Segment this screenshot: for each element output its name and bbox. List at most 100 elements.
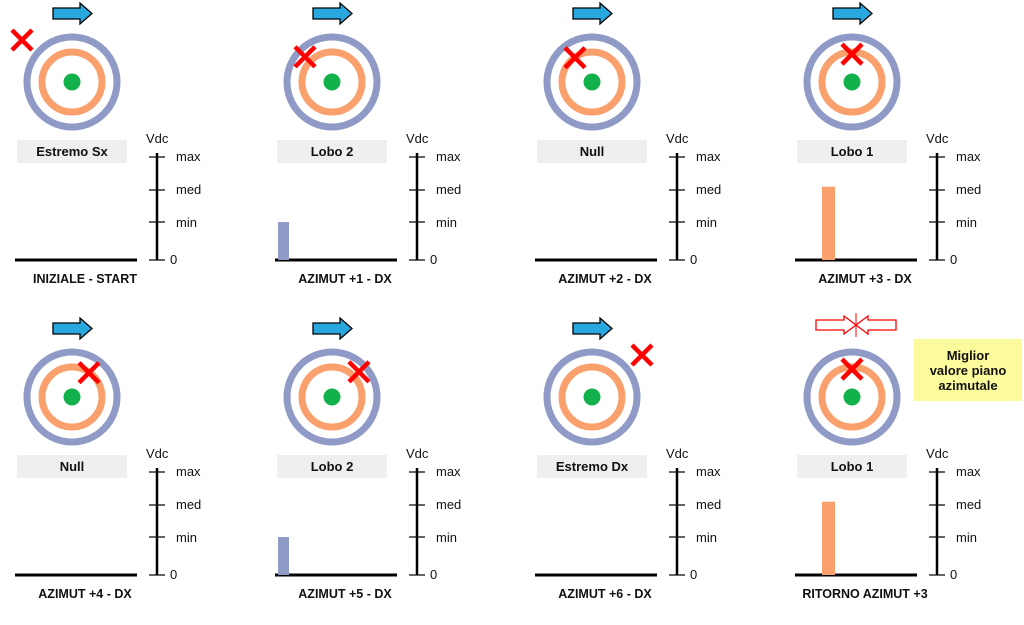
lobe-state-label: Null: [537, 140, 647, 163]
tick-label-min: min: [436, 215, 457, 230]
step-caption: AZIMUT +4 - DX: [38, 587, 132, 601]
best-value-note: Miglior valore piano azimutale: [914, 339, 1022, 401]
center-dot: [323, 388, 341, 406]
axis-unit-label: Vdc: [926, 446, 949, 461]
tick-label-min: min: [956, 530, 977, 545]
axis-unit-label: Vdc: [666, 446, 689, 461]
step-caption: AZIMUT +3 - DX: [818, 272, 912, 286]
tick-label-min: min: [696, 215, 717, 230]
step-graphic: [275, 1, 425, 262]
tick-label-0: 0: [430, 567, 438, 582]
position-marker-icon: [77, 361, 101, 385]
tick-label-max: max: [956, 464, 981, 479]
step-graphic: [795, 313, 945, 577]
lobe-state-label: Estremo Dx: [537, 455, 647, 478]
position-marker-icon: [293, 45, 317, 69]
step-graphic: [275, 316, 425, 577]
axis-unit-label: Vdc: [926, 131, 949, 146]
outer-lobe-ring: [283, 33, 381, 131]
scan-step-panel: Lobo 1 AZIMUT +3 - DX Vdc 0 min med max: [780, 0, 1024, 310]
step-graphic: [15, 316, 165, 577]
center-dot: [63, 388, 81, 406]
tick-label-0: 0: [950, 567, 958, 582]
axis-unit-label: Vdc: [666, 131, 689, 146]
axis-unit-label: Vdc: [146, 131, 169, 146]
lobe-state-label: Lobo 2: [277, 140, 387, 163]
direction-arrow-icon: [52, 1, 93, 26]
tick-label-max: max: [436, 464, 461, 479]
outer-lobe-ring: [283, 348, 381, 446]
tick-label-min: min: [176, 215, 197, 230]
outer-lobe-ring: [23, 33, 121, 131]
note-line-1: Miglior: [946, 347, 990, 363]
lobe-state-label: Null: [17, 455, 127, 478]
scan-step-panel: Lobo 1 RITORNO AZIMUT +3 Vdc 0 min med max: [780, 313, 1024, 625]
tick-label-0: 0: [430, 252, 438, 267]
axis-unit-label: Vdc: [146, 446, 169, 461]
tick-label-min: min: [696, 530, 717, 545]
step-caption: INIZIALE - START: [33, 272, 137, 286]
position-marker-icon: [630, 343, 654, 367]
tick-label-max: max: [436, 149, 461, 164]
tick-label-max: max: [956, 149, 981, 164]
center-dot: [843, 388, 861, 406]
center-dot: [583, 73, 601, 91]
center-dot: [843, 73, 861, 91]
tick-label-min: min: [956, 215, 977, 230]
step-graphic: [795, 1, 945, 262]
step-graphic: [10, 1, 165, 262]
tick-label-max: max: [696, 464, 721, 479]
direction-arrow-icon: [572, 316, 613, 341]
note-line-3: azimutale: [938, 377, 998, 393]
scan-step-panel: Lobo 2 AZIMUT +1 - DX Vdc 0 min med max: [260, 0, 520, 310]
main-lobe-ring: [38, 363, 106, 431]
main-lobe-ring: [298, 48, 366, 116]
main-lobe-ring: [298, 363, 366, 431]
outer-lobe-ring: [803, 348, 901, 446]
step-caption: RITORNO AZIMUT +3: [802, 587, 928, 601]
step-caption: AZIMUT +1 - DX: [298, 272, 392, 286]
converging-arrows-icon: [815, 313, 897, 337]
outer-lobe-ring: [803, 33, 901, 131]
signal-level-bar: [278, 222, 289, 260]
direction-arrow-icon: [52, 316, 93, 341]
direction-arrow-icon: [832, 1, 873, 26]
center-dot: [63, 73, 81, 91]
tick-label-med: med: [956, 497, 982, 512]
outer-lobe-ring: [23, 348, 121, 446]
tick-label-0: 0: [950, 252, 958, 267]
direction-arrow-icon: [312, 1, 353, 26]
position-marker-icon: [840, 357, 864, 381]
step-caption: AZIMUT +6 - DX: [558, 587, 652, 601]
main-lobe-ring: [558, 48, 626, 116]
tick-label-0: 0: [690, 252, 698, 267]
lobe-state-label: Lobo 1: [797, 140, 907, 163]
signal-level-bar: [822, 186, 835, 260]
axis-unit-label: Vdc: [406, 131, 429, 146]
tick-label-med: med: [696, 182, 722, 197]
tick-label-max: max: [696, 149, 721, 164]
lobe-state-label: Estremo Sx: [17, 140, 127, 163]
tick-label-med: med: [436, 182, 462, 197]
position-marker-icon: [840, 42, 864, 66]
lobe-state-label: Lobo 1: [797, 455, 907, 478]
step-graphic: [535, 1, 685, 262]
direction-arrow-icon: [572, 1, 613, 26]
position-marker-icon: [10, 28, 34, 52]
outer-lobe-ring: [543, 348, 641, 446]
tick-label-med: med: [956, 182, 982, 197]
tick-label-med: med: [436, 497, 462, 512]
signal-level-bar: [278, 537, 289, 575]
step-graphic: [535, 316, 685, 577]
signal-level-bar: [822, 501, 835, 575]
direction-arrow-icon: [312, 316, 353, 341]
tick-label-max: max: [176, 464, 201, 479]
main-lobe-ring: [558, 363, 626, 431]
tick-label-med: med: [176, 497, 202, 512]
center-dot: [323, 73, 341, 91]
step-caption: AZIMUT +2 - DX: [558, 272, 652, 286]
